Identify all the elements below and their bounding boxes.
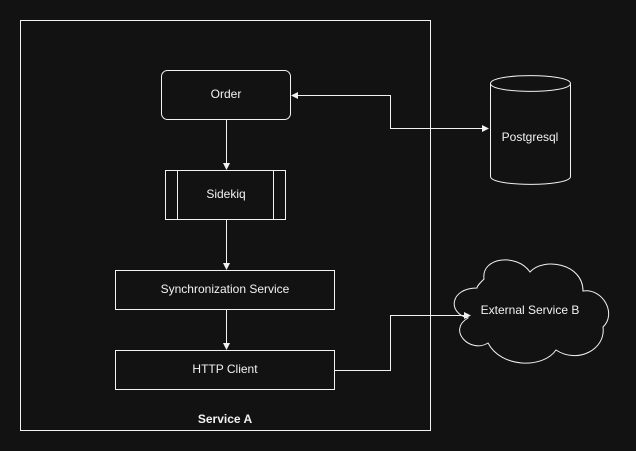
arrow-order-postgresql-line bbox=[298, 95, 482, 129]
sidekiq-label: Sidekiq bbox=[206, 187, 245, 201]
arrow-http-to-external bbox=[335, 312, 471, 371]
arrow-sync-to-http bbox=[223, 310, 230, 350]
database-label: Postgresql bbox=[502, 130, 559, 144]
order-label: Order bbox=[211, 87, 242, 101]
http-client-node bbox=[115, 350, 335, 390]
database-top-rim bbox=[490, 83, 571, 92]
arrow-order-to-sidekiq-head bbox=[223, 163, 230, 170]
arrow-http-to-external-head bbox=[464, 312, 471, 319]
sync-service-label: Synchronization Service bbox=[161, 282, 290, 296]
http-client-label: HTTP Client bbox=[192, 362, 258, 376]
external-service-label: External Service B bbox=[481, 303, 580, 317]
postgresql-database: Postgresql bbox=[490, 75, 571, 185]
arrow-order-postgresql-head-left bbox=[291, 92, 298, 99]
arrow-order-to-sidekiq bbox=[223, 120, 230, 170]
arrow-order-postgresql bbox=[291, 92, 489, 132]
database-body bbox=[490, 75, 571, 185]
sidekiq-node bbox=[165, 170, 286, 220]
cloud-shape bbox=[453, 259, 609, 364]
sync-service-node bbox=[115, 270, 335, 310]
external-service-cloud: External Service B bbox=[453, 259, 609, 364]
order-node bbox=[161, 70, 291, 120]
arrow-http-to-external-line bbox=[335, 315, 464, 371]
arrow-sidekiq-to-sync-head bbox=[223, 263, 230, 270]
service-a-label: Service A bbox=[198, 412, 253, 426]
arrow-sync-to-http-head bbox=[223, 343, 230, 350]
arrow-order-postgresql-head-right bbox=[482, 125, 489, 132]
arrow-sidekiq-to-sync bbox=[223, 220, 230, 270]
